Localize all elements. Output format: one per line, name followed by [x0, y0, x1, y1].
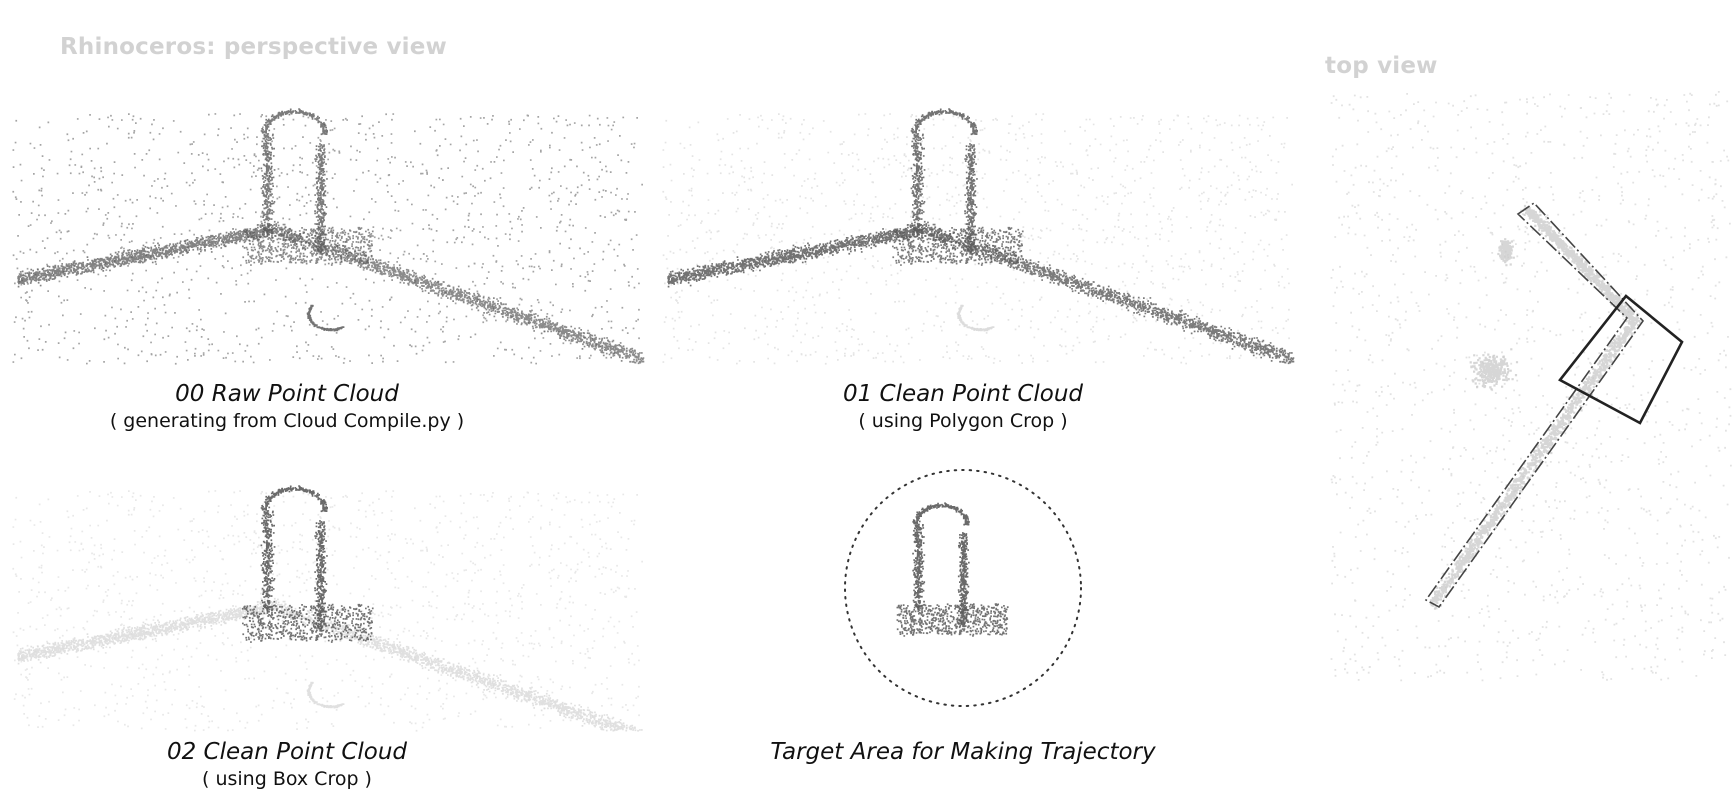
point-cluster — [271, 597, 643, 732]
caption-title: 02 Clean Point Cloud — [166, 739, 408, 765]
target-box-outline — [1558, 294, 1684, 425]
caption-title: 01 Clean Point Cloud — [842, 381, 1084, 407]
raw-point-cloud-view — [12, 108, 645, 365]
point-cluster — [17, 598, 274, 665]
trajectory-outline — [1424, 201, 1684, 609]
point-cluster — [242, 603, 374, 643]
point-cluster — [892, 226, 1024, 266]
perspective-view-header: Rhinoceros: perspective view — [60, 34, 448, 60]
caption-title: 00 Raw Point Cloud — [175, 381, 399, 407]
top-view-point-cloud — [1330, 91, 1732, 682]
point-cluster — [921, 220, 1295, 365]
point-cluster — [242, 226, 374, 266]
caption-title: Target Area for Making Trajectory — [770, 739, 1156, 765]
top-view-scatter — [1330, 91, 1732, 682]
caption-subtitle: ( using Box Crop ) — [202, 768, 372, 790]
point-cluster — [306, 304, 345, 332]
point-cluster — [896, 602, 1009, 637]
corridor-outline — [1424, 201, 1645, 609]
point-cluster — [12, 490, 643, 732]
target-area-view — [844, 469, 1082, 707]
point-cluster — [17, 221, 274, 288]
point-cluster — [912, 502, 971, 628]
caption-polygon-crop: 01 Clean Point Cloud ( using Polygon Cro… — [763, 380, 1163, 434]
point-cluster — [306, 681, 345, 709]
caption-box-crop: 02 Clean Point Cloud ( using Box Crop ) — [87, 738, 487, 792]
caption-target-area: Target Area for Making Trajectory — [713, 738, 1213, 766]
point-cluster — [260, 108, 329, 255]
point-cluster — [667, 221, 924, 288]
point-cluster — [956, 304, 995, 332]
point-cluster — [260, 485, 329, 632]
caption-raw: 00 Raw Point Cloud ( generating from Clo… — [87, 380, 487, 434]
box-crop-point-cloud-view — [12, 485, 643, 732]
point-cluster — [271, 220, 645, 365]
caption-subtitle: ( generating from Cloud Compile.py ) — [109, 410, 465, 432]
target-area-dotted-circle — [844, 469, 1082, 707]
top-view-header: top view — [1325, 53, 1438, 79]
polygon-crop-point-cloud-view — [662, 108, 1295, 365]
point-cluster — [910, 108, 979, 255]
caption-subtitle: ( using Polygon Crop ) — [858, 410, 1068, 432]
